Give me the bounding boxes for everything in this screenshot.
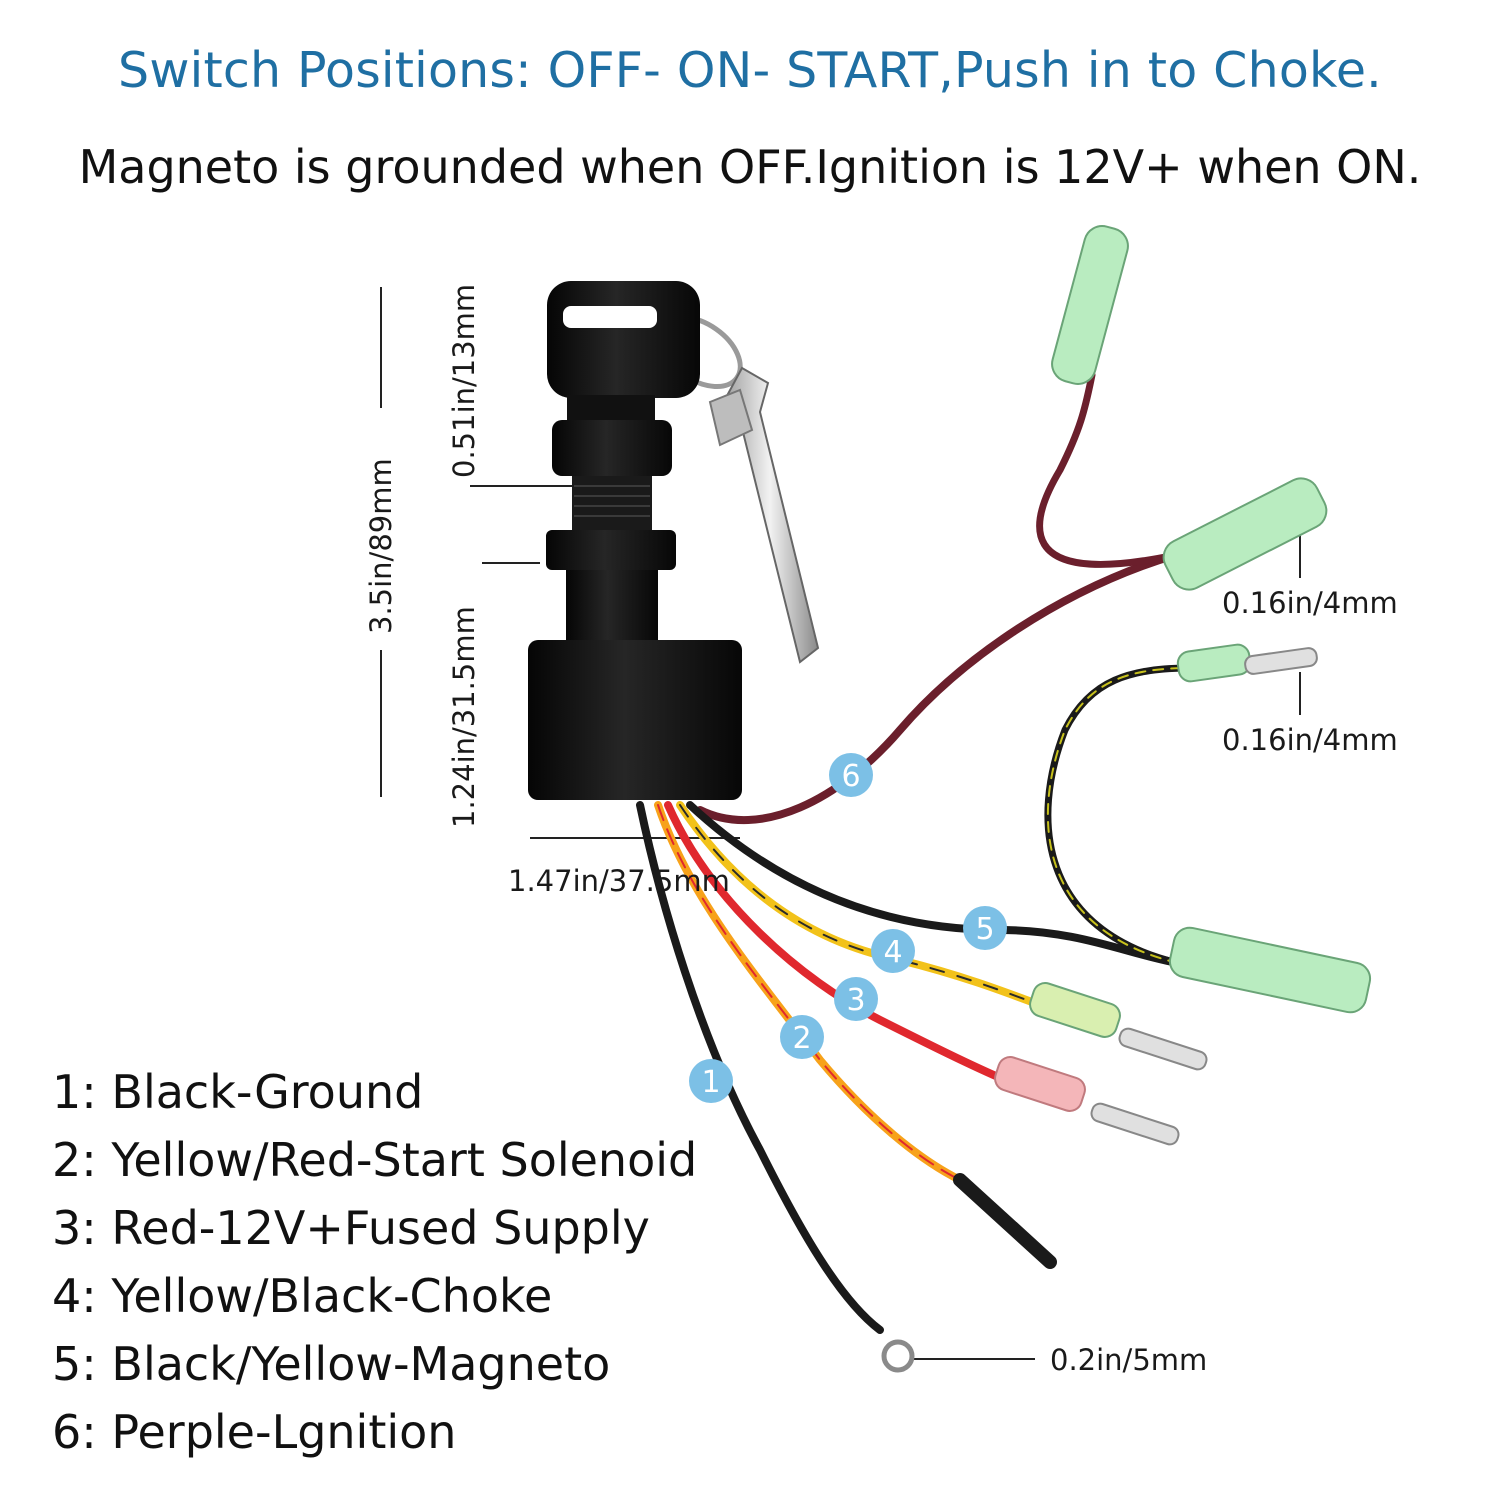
dim-ring-terminal: 0.2in/5mm — [1050, 1343, 1208, 1377]
dim-connector-top: 0.16in/4mm — [1222, 586, 1398, 620]
svg-text:6: 6 — [841, 759, 860, 794]
bullet-connectors — [881, 225, 1372, 1373]
headline-magneto-note: Magneto is grounded when OFF.Ignition is… — [78, 140, 1422, 194]
svg-text:4: 4 — [883, 935, 902, 970]
dim-overall-height: 3.5in/89mm — [364, 458, 398, 634]
dimension-lines — [380, 287, 1301, 1360]
wire-marker-5: 5 — [963, 906, 1007, 950]
wire-marker-3: 3 — [834, 977, 878, 1021]
ignition-switch-body — [528, 281, 742, 800]
wire-markers: 1 2 3 4 5 6 — [689, 753, 1007, 1103]
legend-item-1: 1: Black-Ground — [52, 1065, 424, 1119]
legend-item-3: 3: Red-12V+Fused Supply — [52, 1201, 650, 1255]
svg-text:3: 3 — [846, 983, 865, 1018]
wire-legend: 1: Black-Ground 2: Yellow/Red-Start Sole… — [52, 1058, 697, 1466]
headline-switch-positions: Switch Positions: OFF- ON- START,Push in… — [118, 42, 1382, 99]
key-ring-icon — [657, 314, 820, 664]
svg-text:5: 5 — [975, 912, 994, 947]
dim-body-width: 1.47in/37.5mm — [508, 864, 730, 898]
legend-item-2: 2: Yellow/Red-Start Solenoid — [52, 1133, 698, 1187]
dim-key-height: 0.51in/13mm — [447, 283, 481, 478]
svg-text:2: 2 — [792, 1021, 811, 1056]
legend-item-6: 6: Perple-Lgnition — [52, 1405, 457, 1459]
legend-item-4: 4: Yellow/Black-Choke — [52, 1269, 553, 1323]
wire-marker-2: 2 — [780, 1015, 824, 1059]
dim-body-height: 1.24in/31.5mm — [447, 606, 481, 828]
wire-marker-1: 1 — [689, 1059, 733, 1103]
dim-connector-mid: 0.16in/4mm — [1222, 723, 1398, 757]
wire-harness — [636, 371, 1196, 1334]
svg-text:1: 1 — [701, 1065, 720, 1100]
wire-marker-6: 6 — [829, 753, 873, 797]
wire-marker-4: 4 — [871, 929, 915, 973]
legend-item-5: 5: Black/Yellow-Magneto — [52, 1337, 611, 1391]
